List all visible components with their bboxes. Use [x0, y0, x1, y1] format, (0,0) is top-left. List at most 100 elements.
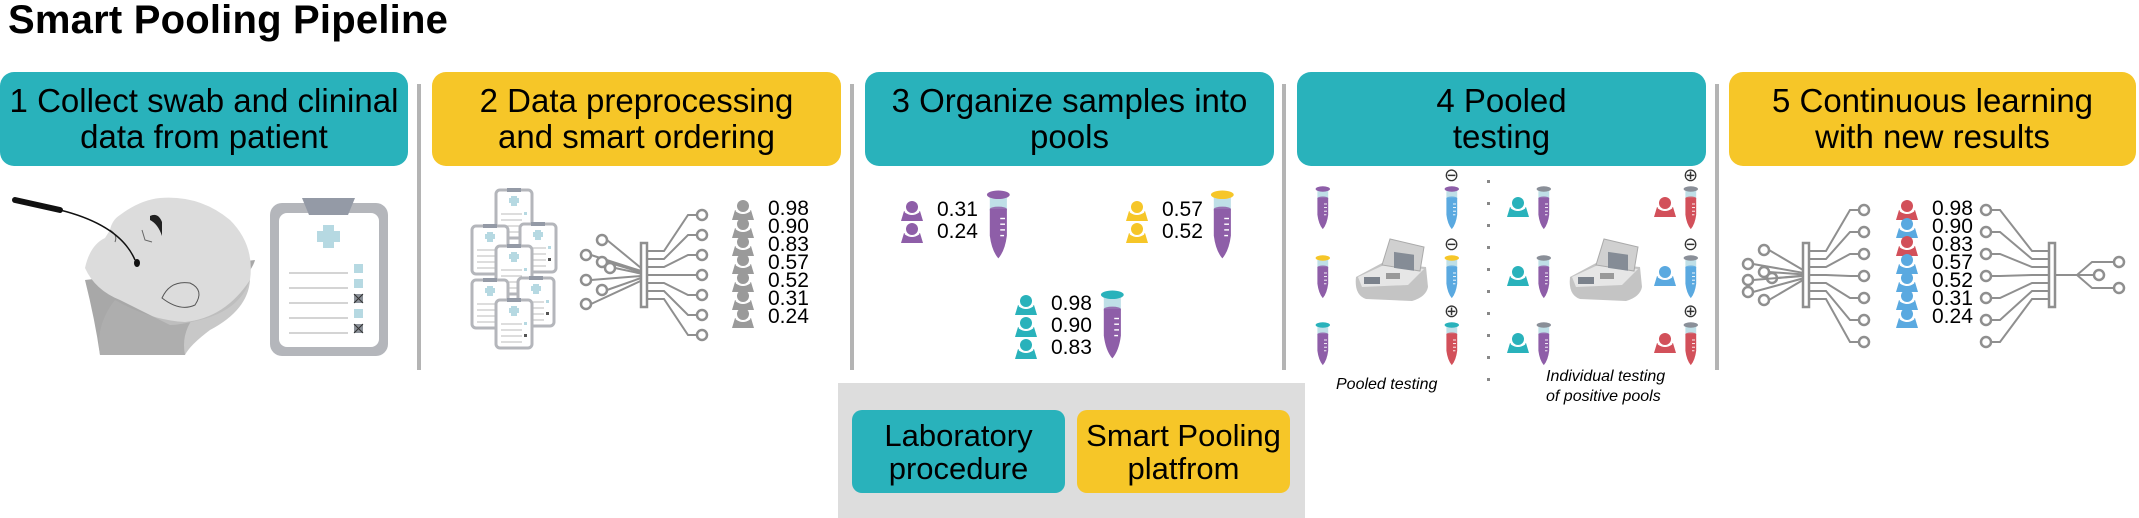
positive-sign-icon: ⊕: [1683, 165, 1699, 185]
neural-network-icon: [579, 208, 709, 342]
separator-dot: [1487, 268, 1490, 271]
legend-platform-line2: platfrom: [1127, 450, 1240, 486]
pool-teal-person-icon: [1015, 339, 1037, 359]
score-value: 0.98: [1932, 197, 1973, 220]
pcr-machine-icon: [1355, 238, 1428, 301]
person-negative-icon: [1896, 272, 1918, 292]
person-icon: [732, 272, 754, 292]
separator-dot: [1487, 224, 1490, 227]
pcr-machine-icon: [1569, 238, 1642, 301]
person-positive-icon: [1896, 236, 1918, 256]
pool-teal-score: 0.98: [1051, 292, 1092, 315]
separator-dot: [1487, 202, 1490, 205]
network-node: [695, 268, 709, 282]
score-value: 0.83: [1932, 233, 1973, 256]
person-negative-icon: [1896, 290, 1918, 310]
pool-teal-tube-icon: [1100, 290, 1124, 359]
step-3-header: 3 Organize samples into pools: [865, 72, 1274, 166]
step-2-label: 2 Data preprocessing and smart ordering: [479, 82, 794, 155]
network-node: [695, 248, 709, 262]
pooled-tube-teal: [1315, 322, 1330, 366]
person-negative-icon: [1896, 254, 1918, 274]
separator-dot: [1487, 312, 1490, 315]
divider-1: [417, 84, 421, 370]
legend-laboratory-line1: Laboratory: [884, 417, 1033, 453]
individual-tube-icon: [1536, 186, 1551, 230]
score-value: 0.52: [768, 269, 809, 292]
score-value: 0.83: [768, 233, 809, 256]
divider-2: [850, 84, 854, 370]
clipboard-stack-icon: [470, 188, 558, 350]
pool-yellow-score: 0.57: [1162, 198, 1203, 221]
pooled-result-tube-negative: [1444, 186, 1459, 230]
divider-3: [1282, 84, 1286, 370]
negative-sign-icon: ⊖: [1444, 234, 1460, 254]
person-icon: [732, 236, 754, 256]
score-value: 0.24: [1932, 305, 1973, 328]
pool-yellow-person-icon: [1126, 223, 1148, 243]
network-node: [695, 328, 709, 342]
individual-result-person-positive: [1654, 197, 1676, 217]
divider-4: [1715, 84, 1719, 370]
individual-tube-icon: [1536, 255, 1551, 299]
separator-dot: [1487, 180, 1490, 183]
individual-tube-icon: [1536, 322, 1551, 366]
person-icon: [732, 254, 754, 274]
positive-sign-icon: ⊕: [1683, 301, 1699, 321]
score-value: 0.98: [768, 197, 809, 220]
pool-yellow-tube-icon: [1210, 190, 1234, 259]
separator-dot: [1487, 290, 1490, 293]
score-value: 0.52: [1932, 269, 1973, 292]
separator-dot: [1487, 334, 1490, 337]
separator-dot: [1487, 356, 1490, 359]
clipboard-icon: [494, 298, 534, 350]
individual-sample-person-icon: [1507, 197, 1529, 217]
network-node: [695, 288, 709, 302]
nasal-swab-icon: [12, 197, 140, 267]
person-icon: [732, 218, 754, 238]
clipboard-icon: [270, 198, 388, 356]
negative-sign-icon: ⊖: [1444, 165, 1460, 185]
network-node: [695, 208, 709, 222]
person-icon: [732, 308, 754, 328]
pool-yellow-score: 0.52: [1162, 220, 1203, 243]
individual-result-tube-negative: [1683, 255, 1698, 299]
pool-teal-person-icon: [1015, 295, 1037, 315]
person-negative-icon: [1896, 308, 1918, 328]
step-5-label: 5 Continuous learning with new results: [1771, 82, 2094, 155]
score-value: 0.31: [1932, 287, 1973, 310]
pool-purple-score: 0.31: [937, 198, 978, 221]
individual-result-person-negative: [1654, 266, 1676, 286]
positive-sign-icon: ⊕: [1444, 301, 1460, 321]
score-value: 0.57: [1932, 251, 1973, 274]
legend-laboratory-line2: procedure: [888, 450, 1029, 486]
caption-individual-testing-1: Individual testing: [1546, 368, 1666, 385]
pool-purple-person-icon: [901, 201, 923, 221]
step-1-illustration: [12, 197, 388, 356]
individual-sample-person-icon: [1507, 266, 1529, 286]
pool-teal-person-icon: [1015, 317, 1037, 337]
step-4-header: 4 Pooled testing: [1297, 72, 1706, 166]
pooled-tube-purple: [1315, 186, 1330, 230]
caption-pooled-testing: Pooled testing: [1336, 376, 1438, 393]
legend-platform-line1: Smart Pooling: [1086, 417, 1281, 453]
pool-purple-score: 0.24: [937, 220, 978, 243]
person-icon: [732, 290, 754, 310]
pool-teal-score: 0.83: [1051, 336, 1092, 359]
step-3-label: 3 Organize samples into pools: [891, 82, 1248, 155]
individual-result-person-positive: [1654, 333, 1676, 353]
network-node: [695, 228, 709, 242]
pool-teal-score: 0.90: [1051, 314, 1092, 337]
person-icon: [732, 200, 754, 220]
score-value: 0.31: [768, 287, 809, 310]
page-title: Smart Pooling Pipeline: [8, 0, 449, 42]
person-negative-icon: [1896, 218, 1918, 238]
separator-dot: [1487, 378, 1490, 381]
negative-sign-icon: ⊖: [1683, 234, 1699, 254]
step-4-label: 4 Pooled testing: [1436, 82, 1567, 155]
neural-network-right-icon: [1979, 203, 2126, 349]
pool-purple-tube-icon: [986, 190, 1010, 259]
step-2-header: 2 Data preprocessing and smart ordering: [432, 72, 841, 166]
